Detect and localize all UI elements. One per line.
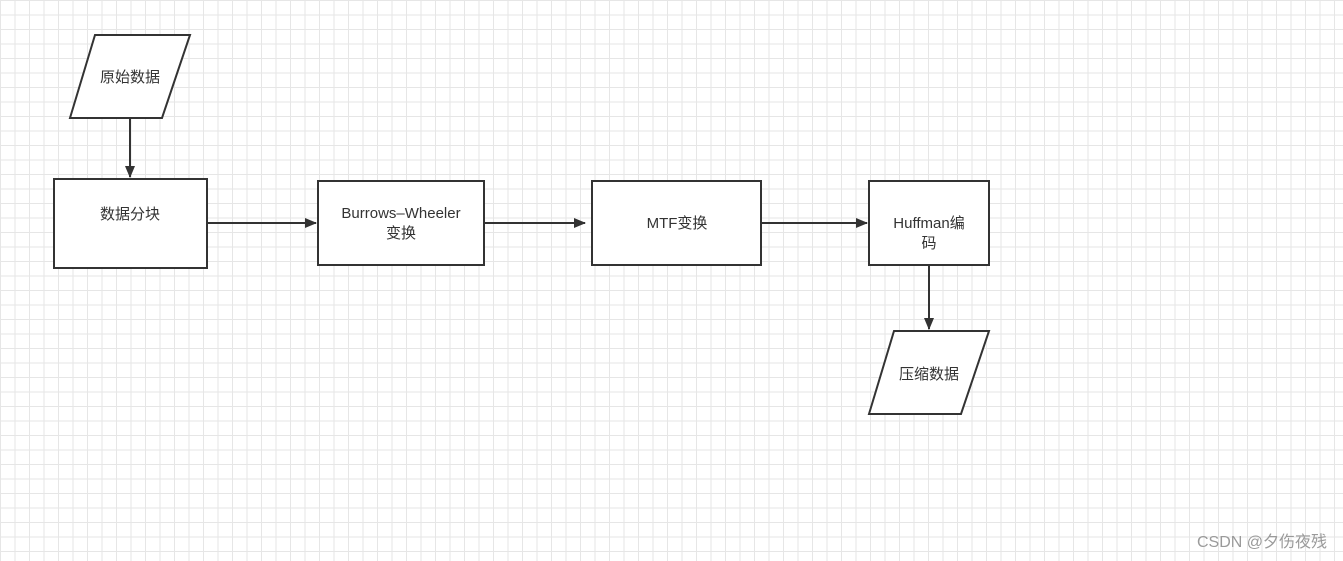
node-mtf-shape <box>591 180 762 266</box>
node-huffman-label-line2: 码 <box>921 235 936 252</box>
node-mtf-label: MTF变换 <box>647 215 708 232</box>
node-chunking-shape <box>53 178 208 269</box>
node-huffman-label-line1: Huffman编 <box>893 215 964 232</box>
node-raw-data-label: 原始数据 <box>100 69 160 86</box>
node-chunking-label: 数据分块 <box>100 206 160 223</box>
node-huffman[interactable]: Huffman编 码 <box>868 180 990 266</box>
node-chunking[interactable]: 数据分块 <box>53 178 208 269</box>
node-compressed[interactable]: 压缩数据 <box>867 330 991 415</box>
node-bwt-shape <box>317 180 485 266</box>
node-huffman-shape <box>868 180 990 266</box>
node-compressed-label: 压缩数据 <box>899 366 959 383</box>
node-raw-data-shape <box>68 34 192 119</box>
node-bwt-label-line1: Burrows–Wheeler <box>341 205 460 222</box>
node-mtf[interactable]: MTF变换 <box>591 180 762 266</box>
node-bwt-label-line2: 变换 <box>386 225 416 242</box>
watermark: CSDN @夕伤夜残 <box>1196 534 1327 551</box>
node-bwt[interactable]: Burrows–Wheeler 变换 <box>317 180 485 266</box>
node-compressed-shape <box>867 330 991 415</box>
node-raw-data[interactable]: 原始数据 <box>68 34 192 119</box>
